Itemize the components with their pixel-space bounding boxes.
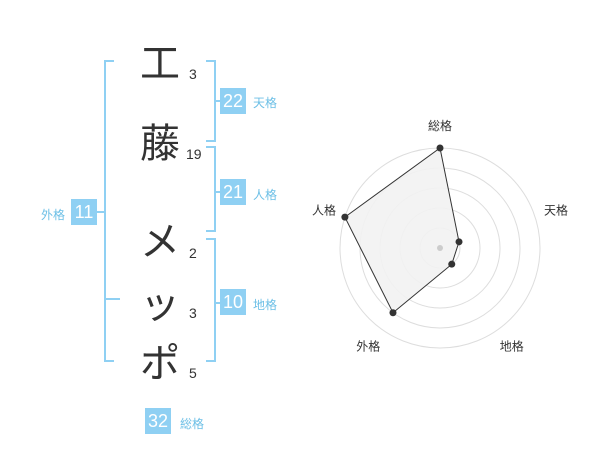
radar-area (344, 147, 460, 314)
chikaku-label: 地格 (253, 298, 278, 312)
gaikaku-bracket-tick (90, 211, 104, 213)
radar-point-1 (436, 144, 444, 152)
tenkaku-label: 天格 (253, 96, 278, 110)
radar-point-5 (341, 213, 349, 221)
radar-axis-label-5: 人格 (312, 202, 336, 217)
stroke-count-1: 3 (189, 66, 197, 82)
radar-axis-label-4: 外格 (356, 339, 380, 354)
stroke-count-3: 2 (189, 245, 197, 261)
radar-axis-label-3: 地格 (500, 339, 524, 354)
name-char-1: 工 (140, 41, 180, 87)
gaikaku-value-badge: 11 (71, 199, 97, 225)
gaikaku-bracket (104, 60, 114, 362)
tenkaku-value-badge: 22 (220, 88, 247, 114)
jinkaku-bracket-tick (216, 191, 222, 193)
name-char-5: ポ (140, 341, 180, 387)
gaikaku-bracket-divider (106, 298, 120, 300)
stroke-count-2: 19 (186, 146, 202, 162)
name-char-2: 藤 (140, 121, 180, 167)
chikaku-bracket (206, 238, 216, 362)
radar-axis-label-2: 天格 (544, 202, 568, 217)
jinkaku-bracket (206, 146, 216, 232)
gaikaku-label: 外格 (41, 208, 66, 222)
soukaku-value-badge: 32 (145, 408, 172, 434)
stroke-count-4: 3 (189, 305, 197, 321)
radar-axis-label-1: 総格 (428, 118, 452, 133)
stroke-count-5: 5 (189, 365, 197, 381)
soukaku-label: 総格 (180, 417, 205, 431)
name-char-4: ッ (140, 282, 180, 328)
jinkaku-value-badge: 21 (220, 179, 247, 205)
radar-point-2 (455, 238, 463, 246)
jinkaku-label: 人格 (253, 188, 278, 202)
radar-center-dot (437, 245, 443, 251)
chikaku-bracket-tick (216, 302, 222, 304)
name-char-3: メ (140, 219, 180, 265)
radar-point-3 (448, 260, 456, 268)
radar-point-4 (389, 309, 397, 317)
tenkaku-bracket (206, 60, 216, 142)
radar-points (341, 144, 463, 317)
tenkaku-bracket-tick (216, 100, 222, 102)
chikaku-value-badge: 10 (220, 289, 247, 315)
